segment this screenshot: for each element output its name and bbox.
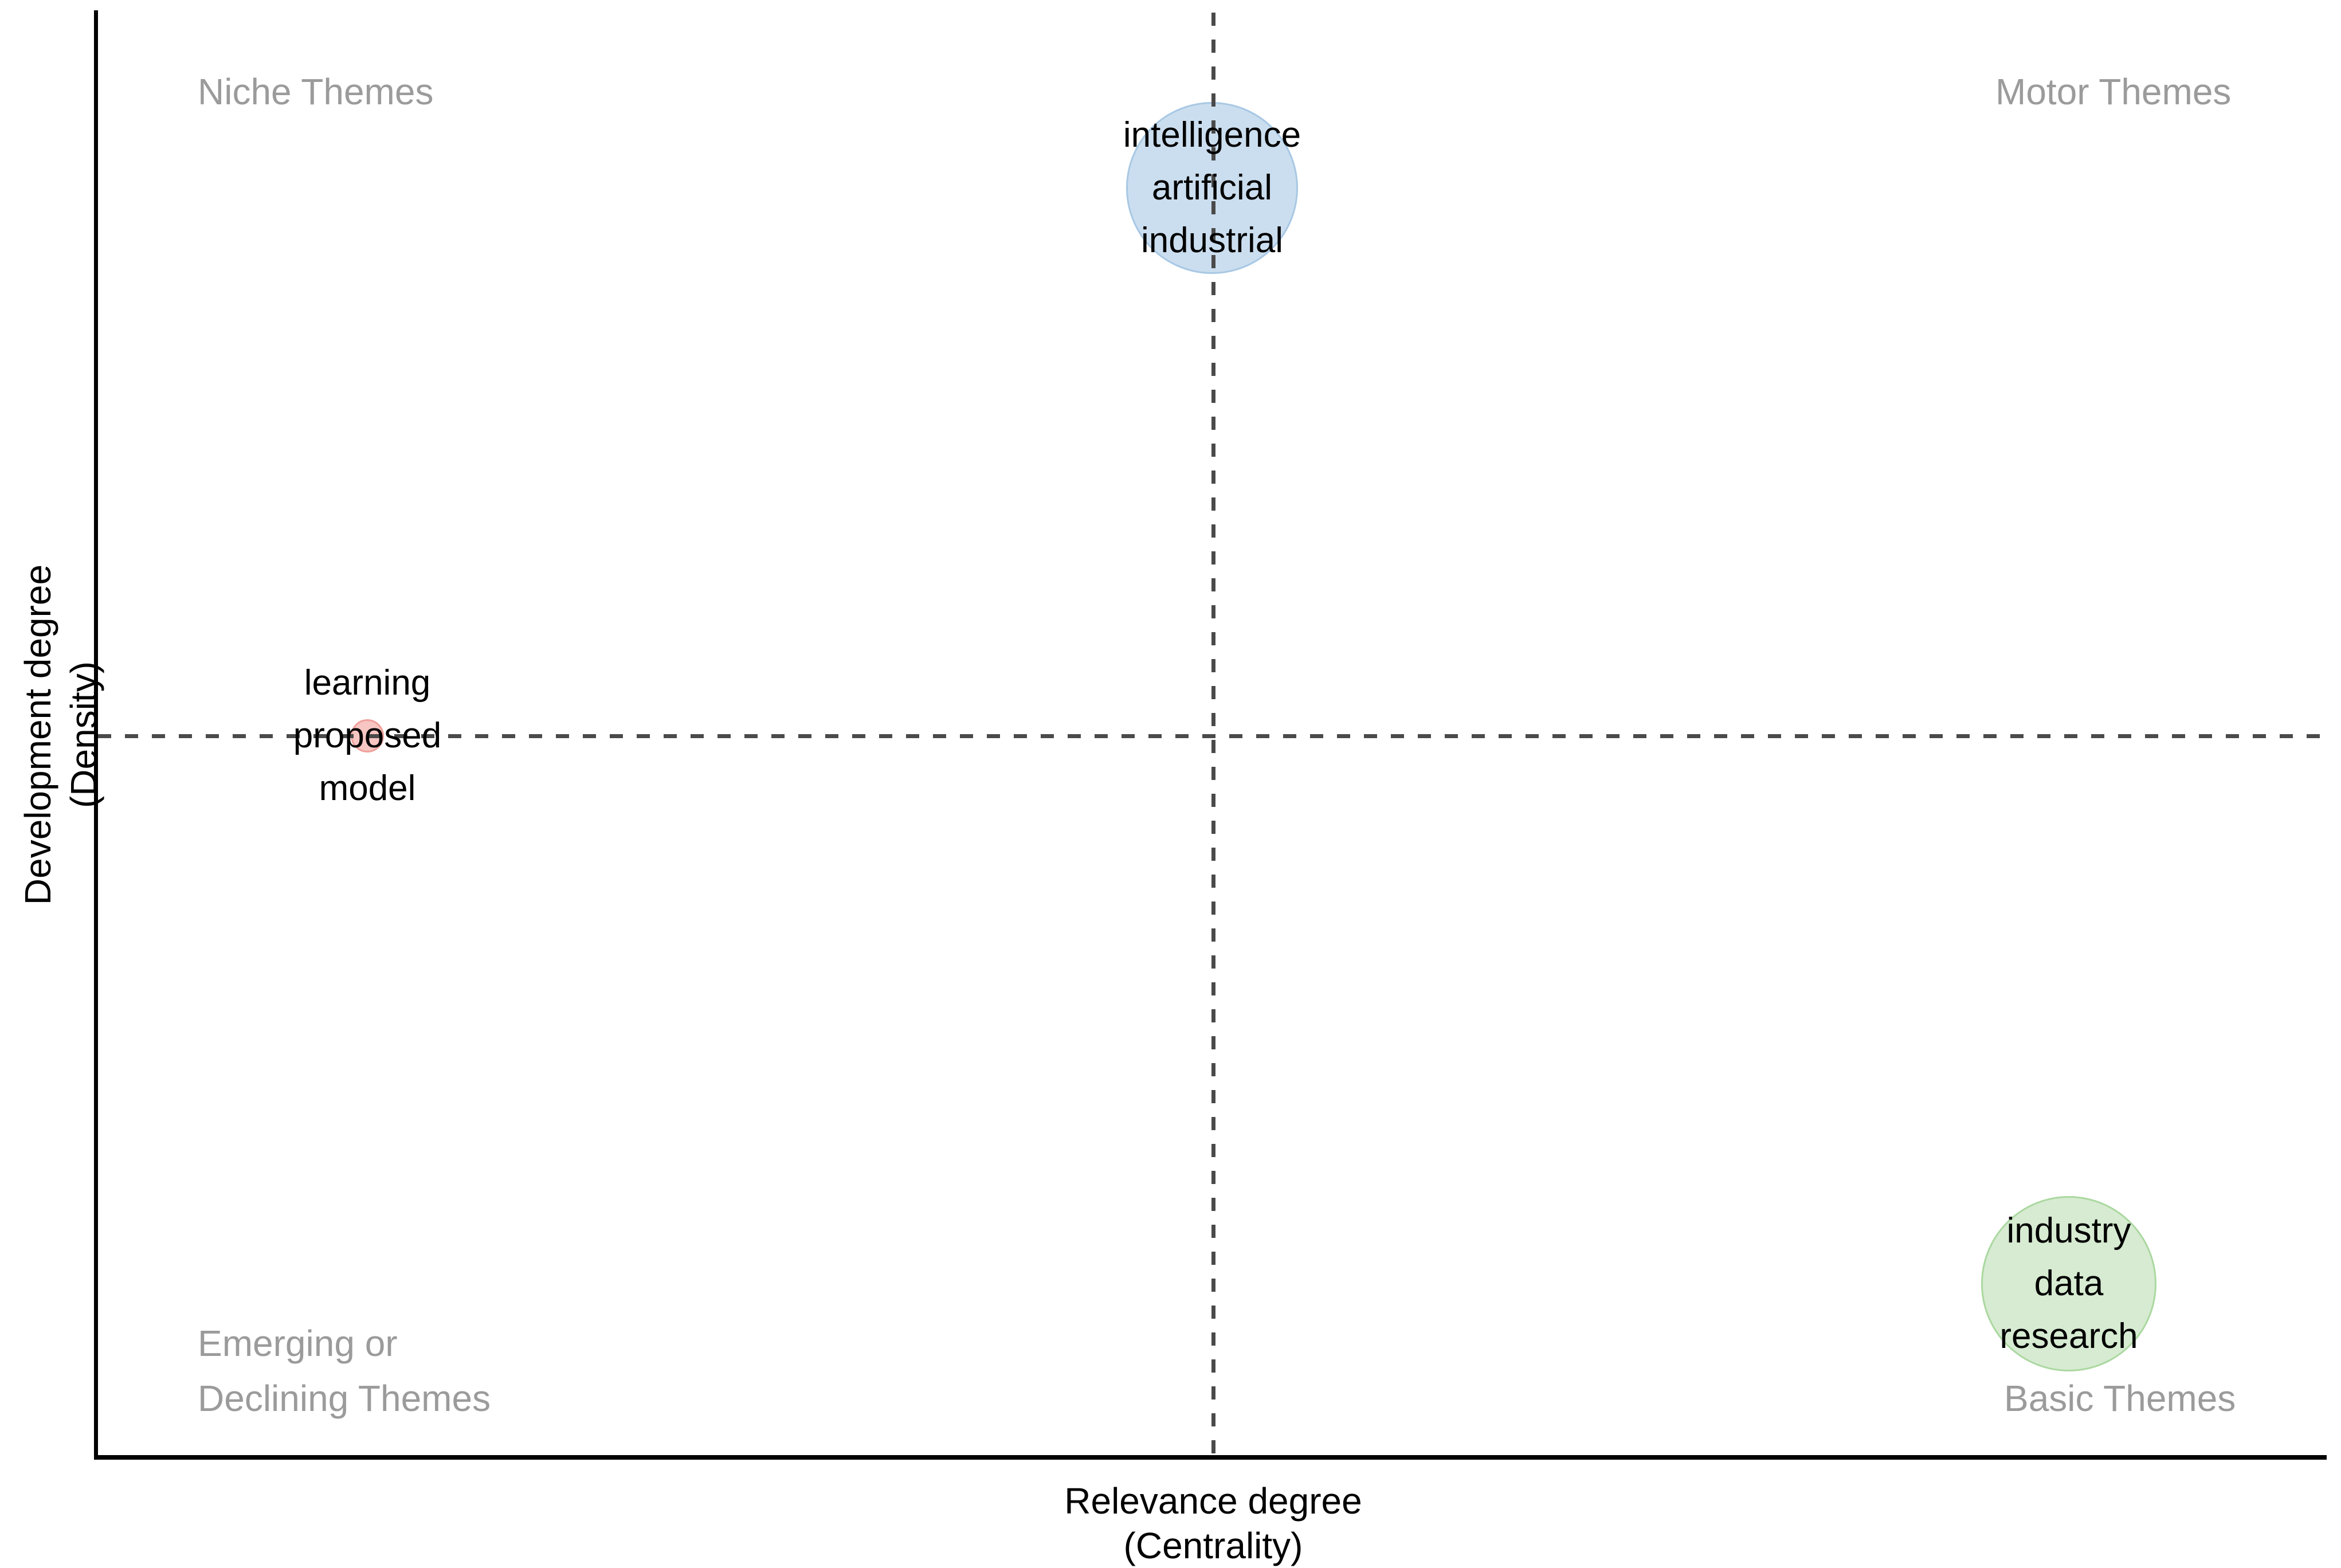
theme-bubble-label-industry: industry data research	[1999, 1211, 2138, 1356]
quadrant-label-motor-themes: Motor Themes	[1995, 71, 2232, 112]
y-axis-title: Development degree (Density)	[17, 564, 104, 905]
horizontal-median-dashed-line	[98, 734, 2326, 738]
theme-bubble-label-artificial-intelligence: intelligence artificial industrial	[1123, 115, 1301, 260]
x-axis-line	[94, 1455, 2327, 1460]
y-axis-line	[94, 10, 98, 1460]
x-axis-title: Relevance degree (Centrality)	[1064, 1480, 1362, 1566]
quadrant-label-basic-themes: Basic Themes	[2004, 1378, 2236, 1419]
vertical-median-dashed-line	[1211, 13, 1215, 1455]
quadrant-label-niche-themes: Niche Themes	[198, 71, 434, 112]
theme-bubble-industry[interactable]	[1981, 1196, 2156, 1371]
theme-bubble-label-learning: learning proposed model	[293, 663, 442, 808]
quadrant-label-emerging-declining-themes: Emerging or Declining Themes	[198, 1323, 491, 1419]
